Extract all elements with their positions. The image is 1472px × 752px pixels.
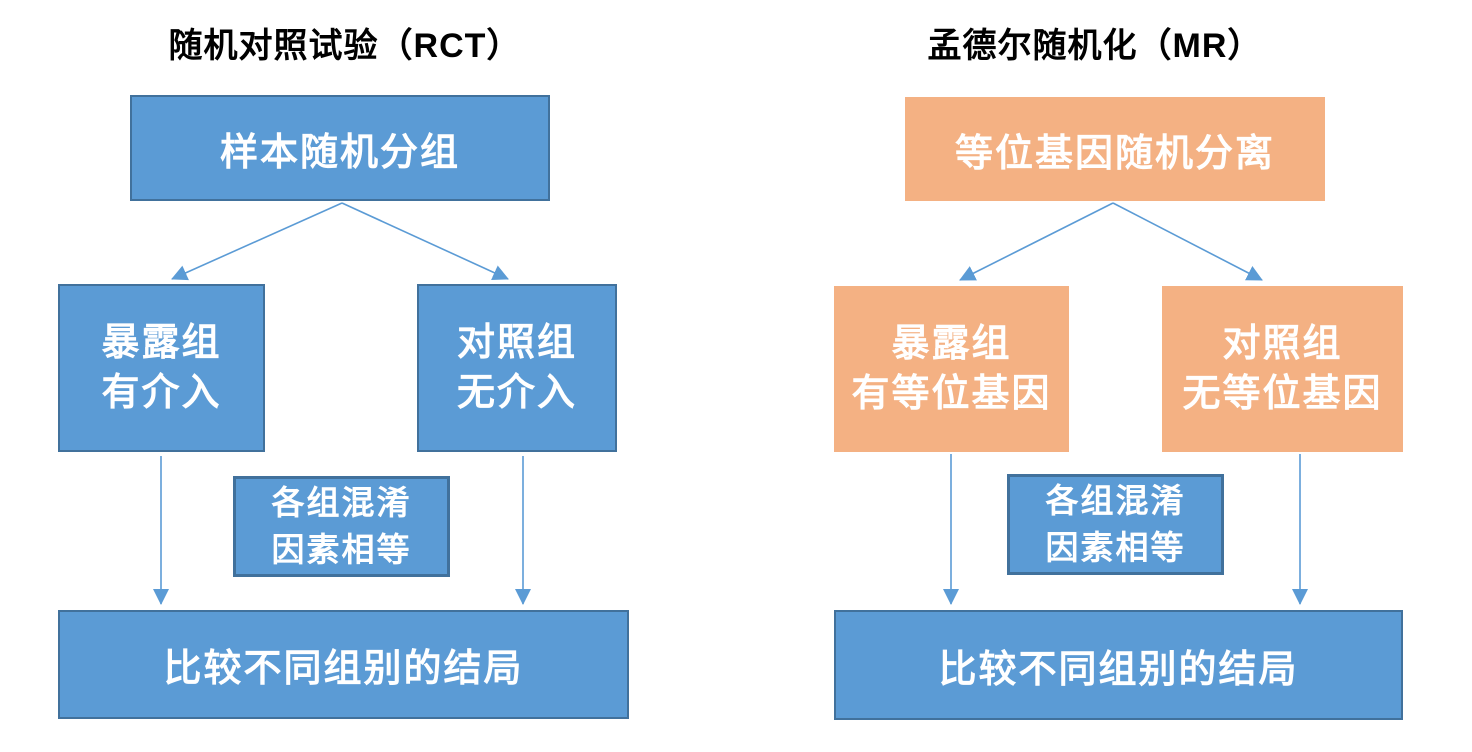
mr-confounder-line2: 因素相等 xyxy=(1045,528,1186,566)
rct-exposure-line2: 有介入 xyxy=(101,372,222,414)
rct-title: 随机对照试验（RCT） xyxy=(168,27,522,65)
mr-split-arrow-right xyxy=(1112,202,1263,281)
rct-control-line2: 无介入 xyxy=(456,372,577,414)
rct-outcome-box: 比较不同组别的结局 xyxy=(58,610,629,719)
mr-exposure-line2: 有等位基因 xyxy=(851,373,1052,415)
mr-control-line2: 无等位基因 xyxy=(1182,373,1383,415)
mr-control-box: 对照组 无等位基因 xyxy=(1162,286,1403,452)
rct-control-box: 对照组 无介入 xyxy=(417,284,617,452)
rct-exposure-line1: 暴露组 xyxy=(101,321,222,364)
rct-randomization-box: 样本随机分组 xyxy=(130,95,550,201)
rct-split-arrow-right xyxy=(341,202,509,281)
rct-randomization-label: 样本随机分组 xyxy=(219,131,460,174)
mr-outcome-box: 比较不同组别的结局 xyxy=(834,610,1403,720)
mr-randomization-label: 等位基因随机分离 xyxy=(954,132,1275,175)
mr-exposure-box: 暴露组 有等位基因 xyxy=(834,286,1069,452)
mr-outcome-label: 比较不同组别的结局 xyxy=(938,648,1299,691)
mr-randomization-box: 等位基因随机分离 xyxy=(905,97,1325,201)
rct-exposure-box: 暴露组 有介入 xyxy=(58,284,265,452)
rct-confounder-box: 各组混淆 因素相等 xyxy=(233,476,450,577)
rct-control-line1: 对照组 xyxy=(456,321,577,364)
rct-outcome-label: 比较不同组别的结局 xyxy=(163,648,524,690)
mr-confounder-line1: 各组混淆 xyxy=(1045,482,1186,520)
mr-split-arrow-left xyxy=(959,202,1114,281)
rct-confounder-line1: 各组混淆 xyxy=(271,484,412,522)
rct-confounder-line2: 因素相等 xyxy=(271,530,412,568)
mr-confounder-box: 各组混淆 因素相等 xyxy=(1007,474,1224,575)
rct-split-arrow-left xyxy=(171,202,343,281)
mr-title: 孟德尔随机化（MR） xyxy=(927,27,1263,65)
mr-exposure-line1: 暴露组 xyxy=(891,322,1012,365)
mr-control-line1: 对照组 xyxy=(1222,322,1343,365)
